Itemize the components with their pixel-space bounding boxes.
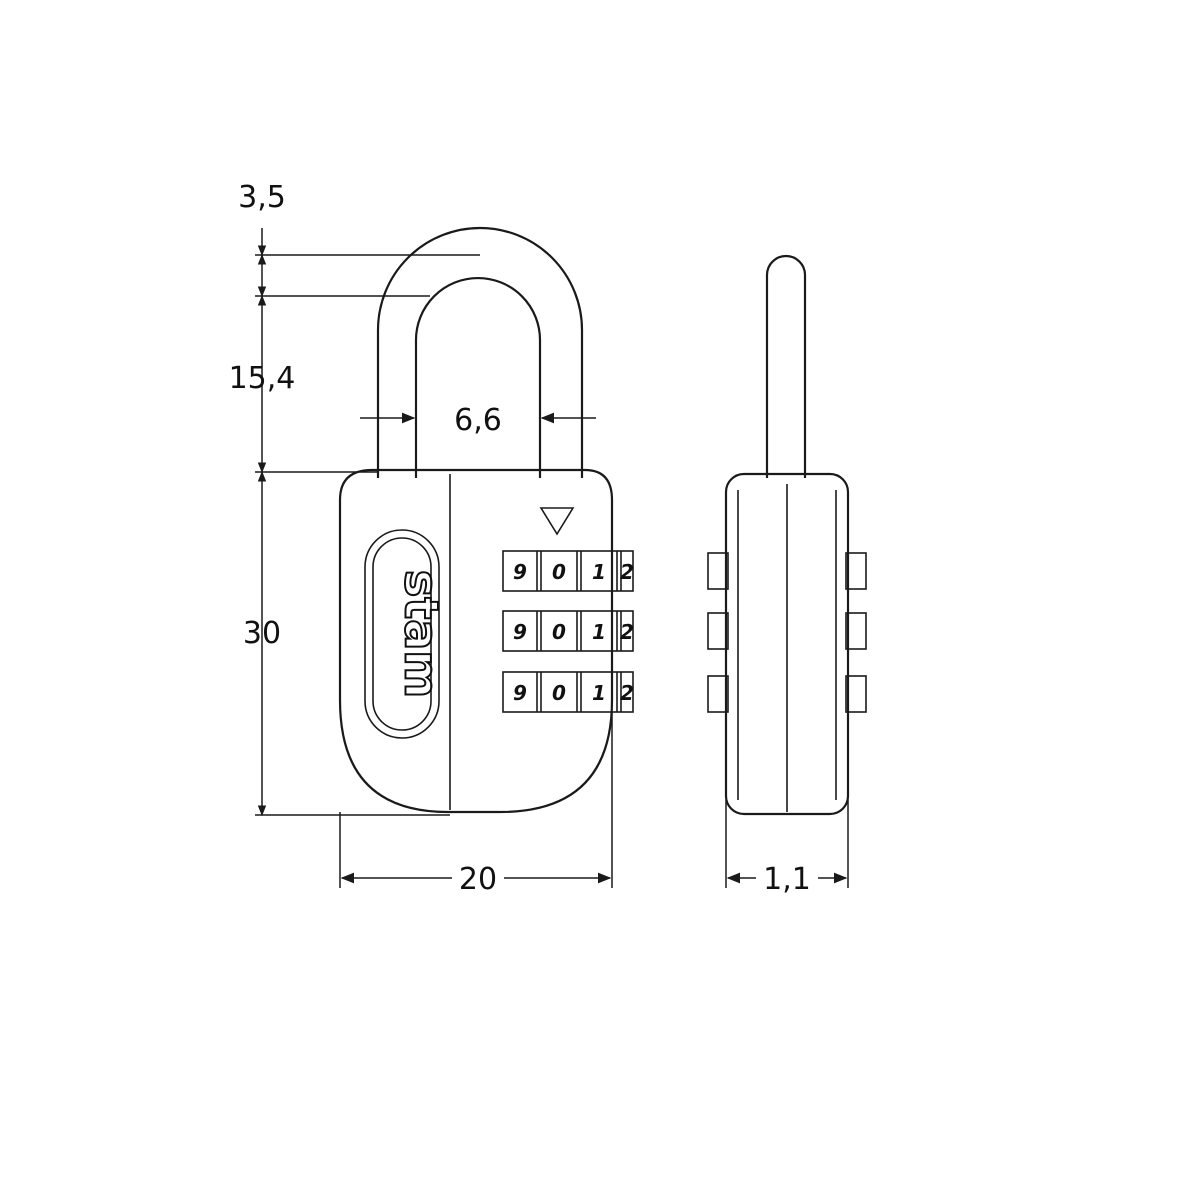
front-body [338,468,614,814]
front-view: stam 9 0 1 2 9 0 1 2 [338,226,634,814]
dimension-lines [255,228,849,888]
dial-row-2: 9 0 1 2 [502,610,634,652]
front-shackle-inner [414,276,542,478]
dial-digit: 1 [592,560,606,584]
dim-label-shackle-inner-width: 6,6 [454,403,502,438]
side-dial-knob [707,675,729,713]
side-view [707,254,867,816]
dial-digit: 1 [592,681,606,705]
brand-badge-outer [364,529,440,739]
dim-label-body-height: 30 [243,616,281,651]
side-body [724,472,850,816]
side-dial-knob [707,552,729,590]
dial-row-1: 9 0 1 2 [502,550,634,592]
dial-digit: 2 [620,620,634,644]
dial-digit: 2 [620,681,634,705]
dial-row-3: 9 0 1 2 [502,671,634,713]
side-shackle [765,254,807,478]
dial-digit: 0 [552,560,566,584]
pointer-triangle-icon [539,507,575,536]
dial-digit: 9 [513,560,527,584]
side-dial-knob [845,612,867,650]
dial-digit: 1 [592,620,606,644]
dim-label-shackle-thickness: 3,5 [238,180,286,215]
dial-digit: 0 [552,620,566,644]
dial-digit: 2 [620,560,634,584]
dial-digit: 9 [513,620,527,644]
brand-badge-inner [372,537,432,731]
front-shackle [376,226,584,478]
brand-logo: stam [395,570,449,698]
dial-digit: 9 [513,681,527,705]
side-dial-knob [845,552,867,590]
dim-label-body-width: 20 [459,862,497,897]
side-dial-knob [845,675,867,713]
dial-digit: 0 [552,681,566,705]
dim-label-shackle-height: 15,4 [229,361,296,396]
dim-label-side-thickness: 1,1 [763,862,811,897]
side-dial-knob [707,612,729,650]
